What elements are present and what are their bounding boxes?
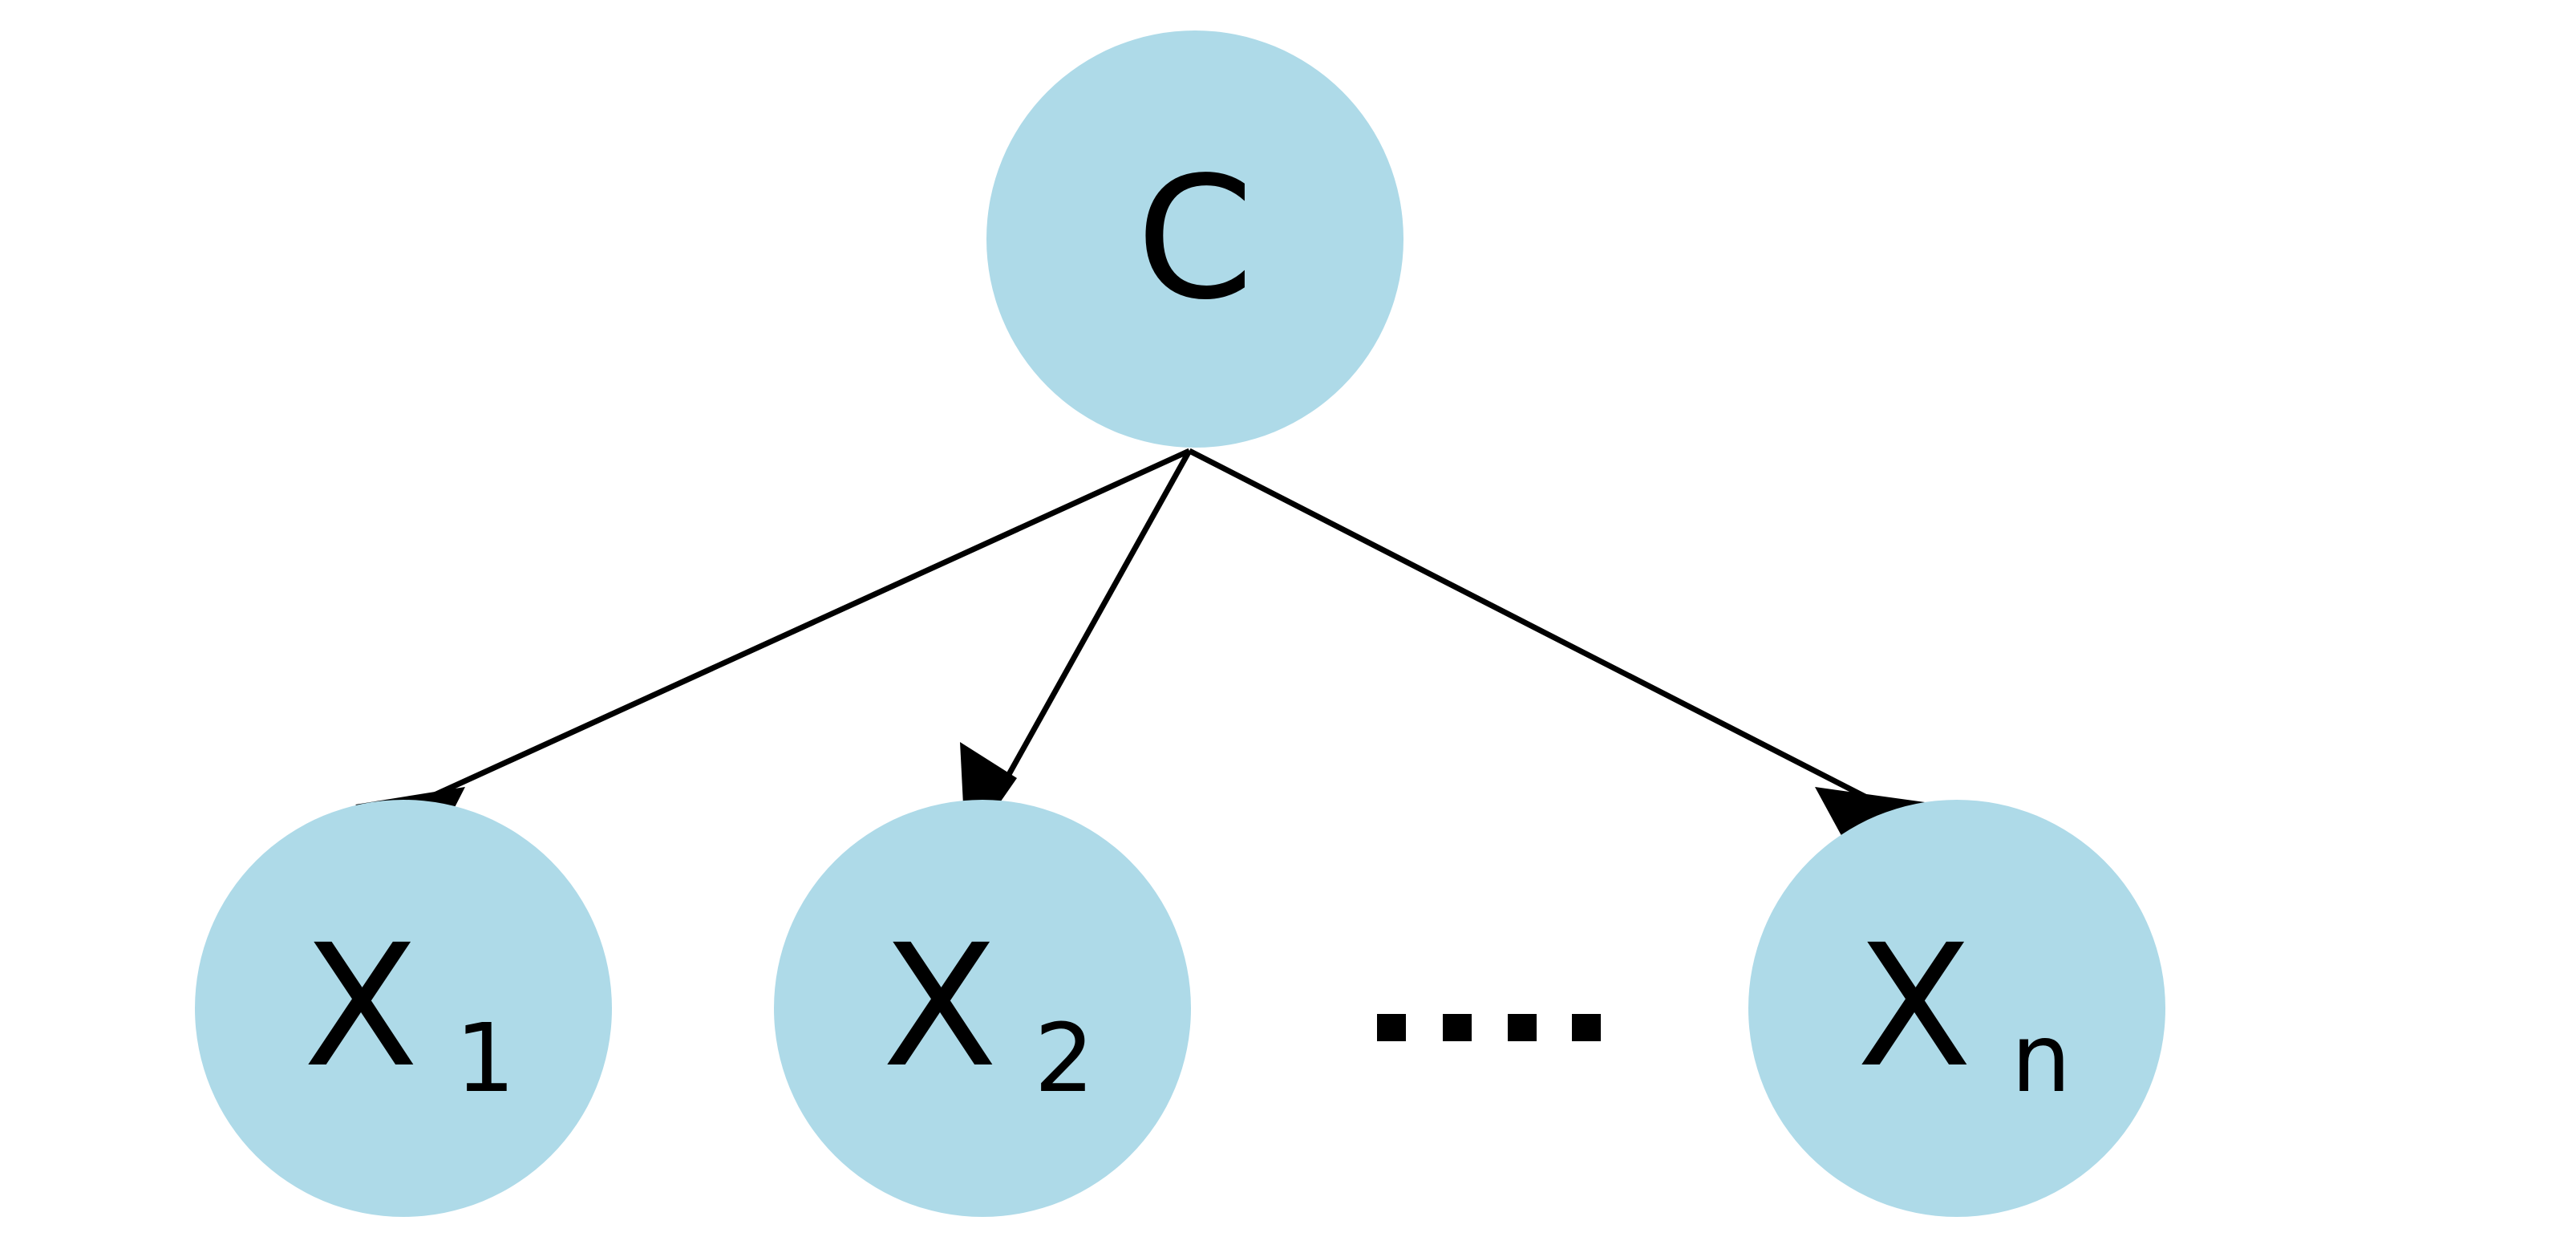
ellipsis-dot-2 xyxy=(1443,1014,1472,1041)
edge-c-to-xn xyxy=(1188,448,1925,850)
edge-c-to-x1 xyxy=(355,448,1191,853)
node-x2[interactable]: X 2 xyxy=(774,800,1191,1217)
node-xn[interactable]: X n xyxy=(1748,800,2165,1217)
node-x1-subscript: 1 xyxy=(455,1003,515,1113)
edge-c-to-x2-line xyxy=(985,449,1193,813)
node-x1-label: X xyxy=(303,908,419,1105)
node-x1[interactable]: X 1 xyxy=(195,800,612,1217)
node-c-circle[interactable] xyxy=(986,30,1403,448)
node-xn-subscript: n xyxy=(2011,1003,2072,1113)
node-c[interactable]: C xyxy=(986,30,1403,448)
node-x2-subscript: 2 xyxy=(1034,1003,1094,1113)
node-x2-label: X xyxy=(882,908,998,1105)
node-group: C X 1 X 2 X n xyxy=(195,30,2165,1217)
node-x1-circle[interactable] xyxy=(195,800,612,1217)
edge-c-to-x2 xyxy=(960,449,1193,852)
edge-group xyxy=(355,448,1925,853)
ellipsis-dot-1 xyxy=(1377,1014,1406,1041)
ellipsis-group xyxy=(1377,1014,1601,1041)
node-xn-circle[interactable] xyxy=(1748,800,2165,1217)
edge-c-to-xn-line xyxy=(1188,448,1882,808)
node-xn-label: X xyxy=(1857,908,1972,1105)
ellipsis-dot-4 xyxy=(1572,1014,1601,1041)
node-x2-circle[interactable] xyxy=(774,800,1191,1217)
ellipsis-dot-3 xyxy=(1508,1014,1537,1041)
edge-c-to-x1-line xyxy=(399,448,1191,813)
node-c-label: C xyxy=(1136,140,1254,337)
